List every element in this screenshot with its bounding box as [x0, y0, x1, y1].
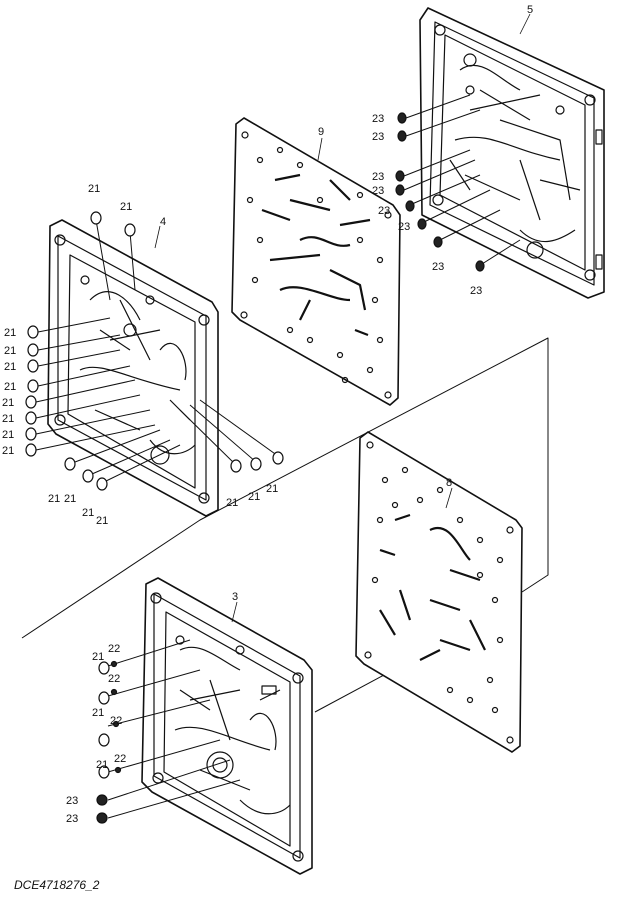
label-23: 23	[66, 813, 78, 825]
label-21: 21	[92, 651, 104, 663]
label-part-8: 8	[446, 477, 452, 489]
label-22: 22	[108, 673, 120, 685]
label-23: 23	[66, 795, 78, 807]
plugs-21	[25, 211, 284, 491]
assembly-lines	[21, 337, 549, 713]
valve-plate-4	[47, 219, 219, 517]
label-part-4: 4	[160, 216, 166, 228]
separator-plate-8	[355, 431, 523, 753]
label-21: 21	[248, 491, 260, 503]
drawing-number: DCE4718276_2	[14, 878, 100, 892]
bottom-fasteners	[96, 639, 241, 824]
label-21: 21	[2, 413, 14, 425]
separator-plate-9	[231, 117, 401, 406]
label-part-9: 9	[318, 126, 324, 138]
label-21: 21	[4, 361, 16, 373]
label-23: 23	[372, 185, 384, 197]
label-21: 21	[2, 445, 14, 457]
label-part-3: 3	[232, 591, 238, 603]
label-21: 21	[2, 397, 14, 409]
label-leaders	[154, 13, 531, 623]
label-21: 21	[48, 493, 60, 505]
label-22: 22	[110, 715, 122, 727]
label-21: 21	[120, 201, 132, 213]
label-21: 21	[4, 345, 16, 357]
label-23: 23	[372, 113, 384, 125]
label-23: 23	[372, 131, 384, 143]
label-22: 22	[114, 753, 126, 765]
label-21: 21	[2, 429, 14, 441]
label-part-5: 5	[527, 4, 533, 16]
label-21: 21	[88, 183, 100, 195]
label-23: 23	[398, 221, 410, 233]
valve-plate-3	[141, 577, 313, 875]
label-23: 23	[432, 261, 444, 273]
label-21: 21	[92, 707, 104, 719]
label-21: 21	[226, 497, 238, 509]
label-21: 21	[266, 483, 278, 495]
valve-plate-5	[419, 7, 605, 299]
label-22: 22	[108, 643, 120, 655]
label-21: 21	[4, 381, 16, 393]
screens-23	[395, 94, 521, 272]
label-23: 23	[378, 205, 390, 217]
part-labels: 5 9 4 8 3 21 21 21 21 21 21 21 21 21 21 …	[2, 4, 533, 825]
label-21: 21	[96, 759, 108, 771]
label-23: 23	[372, 171, 384, 183]
label-21: 21	[96, 515, 108, 527]
label-23: 23	[470, 285, 482, 297]
label-21: 21	[82, 507, 94, 519]
label-21: 21	[4, 327, 16, 339]
label-21: 21	[64, 493, 76, 505]
